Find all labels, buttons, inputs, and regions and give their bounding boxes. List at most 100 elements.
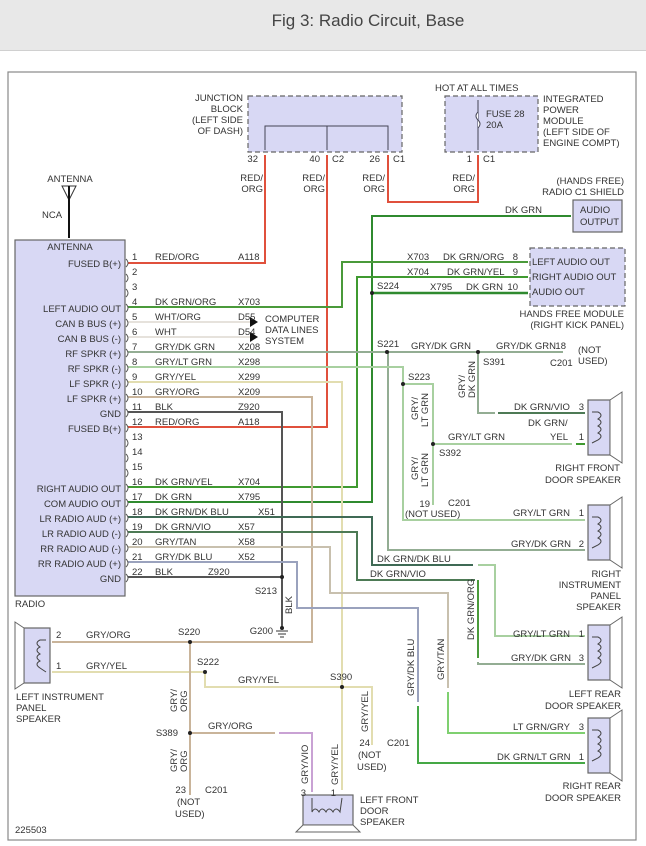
- wire-color-label: DK GRN/YEL: [447, 267, 505, 278]
- wire-color-label: GRY/DK GRN: [496, 341, 556, 352]
- wire-color-label: WHT/ORG: [155, 312, 201, 323]
- speaker-label: LEFT INSTRUMENT: [16, 692, 104, 703]
- wire-color-label: GRY/YEL: [86, 661, 127, 672]
- circuit-label: X795: [430, 282, 452, 293]
- circuit-label: X298: [238, 357, 260, 368]
- pin-number: 3: [132, 282, 137, 293]
- wire-color-label: ORG: [453, 184, 475, 195]
- pin-number: 1: [132, 252, 137, 263]
- pin-function: CAN B BUS (+): [55, 319, 121, 330]
- connector-label: C201: [448, 498, 471, 509]
- pin-number: 12: [132, 417, 143, 428]
- wire-gry-dk-grn-lr: [477, 662, 585, 665]
- speaker-label: DOOR SPEAKER: [545, 793, 621, 804]
- components: [14, 95, 626, 833]
- speaker-label: SPEAKER: [576, 602, 621, 613]
- wire-color-label: DK GRN: [155, 492, 192, 503]
- connector-icon: [125, 393, 129, 403]
- ipm-label: ENGINE COMPT): [543, 138, 620, 149]
- connector-label: C2: [332, 154, 344, 165]
- wire-color-label: DK GRN: [467, 361, 478, 398]
- connector-icon: [125, 438, 129, 448]
- wire-color-label: RED/ORG: [155, 417, 199, 428]
- not-used-label: (NOT: [578, 345, 601, 356]
- ipm-label: POWER: [543, 105, 579, 116]
- splice-dot: [203, 670, 207, 674]
- wire-color-label: BLK: [155, 402, 174, 413]
- pin-number: 1: [579, 629, 584, 640]
- pin-number: 18: [555, 341, 566, 352]
- circuit-label: X208: [238, 342, 260, 353]
- arrow-icon: [250, 317, 258, 327]
- ipm-label: MODULE: [543, 116, 584, 127]
- fuse-label: FUSE 28: [486, 109, 525, 120]
- not-used-label: USED): [175, 809, 205, 820]
- pin-number: 17: [132, 492, 143, 503]
- wire-color-label: GRY/: [457, 375, 468, 398]
- wire-color-label: GRY/TAN: [155, 537, 196, 548]
- pin-function: ANTENNA: [47, 242, 93, 253]
- pin-number: 9: [513, 267, 518, 278]
- pin-number: 1: [467, 154, 472, 165]
- wire-color-label: ORG: [179, 750, 190, 772]
- circuit-label: A118: [238, 417, 259, 428]
- speaker-cone-icon: [609, 616, 623, 689]
- junction-block-label: OF DASH): [198, 126, 243, 137]
- wire-color-label: DK GRN/DK BLU: [377, 554, 451, 565]
- wire-color-label: DK GRN/ORG: [155, 297, 216, 308]
- connector-icon: [125, 333, 129, 343]
- wire-color-label: RED/: [452, 173, 475, 184]
- wire-gry-lt-grn-lr: [478, 564, 585, 637]
- wire-color-label: GRY/ORG: [208, 721, 253, 732]
- connector-icon: [125, 453, 129, 463]
- pin-number: 26: [369, 154, 380, 165]
- radio-module: [14, 239, 126, 597]
- speaker-cone-icon: [294, 824, 362, 833]
- pin-number: 3: [579, 722, 584, 733]
- ipm-label: (LEFT SIDE OF: [543, 127, 610, 138]
- pin-function: RF SPKR (+): [65, 349, 121, 360]
- pin-number: 2: [132, 267, 137, 278]
- pin-function: RF SPKR (-): [68, 364, 121, 375]
- speaker-cone-icon: [609, 496, 623, 569]
- wire-color-label: RED/: [240, 173, 263, 184]
- radio-label: RADIO: [15, 599, 45, 610]
- pin-number: 40: [309, 154, 320, 165]
- speaker-label: LEFT FRONT: [360, 795, 419, 806]
- pin-number: 13: [132, 432, 143, 443]
- splice-dot: [340, 685, 344, 689]
- pin-number: 9: [132, 372, 137, 383]
- wire-x209: [52, 396, 313, 643]
- pin-number: 1: [331, 788, 336, 799]
- wire-color-label: ORG: [363, 184, 385, 195]
- splice-label: S390: [330, 672, 352, 683]
- connector-icon: [125, 318, 129, 328]
- pin-number: 2: [56, 630, 61, 641]
- wire-dk-grn-shield: [128, 215, 571, 503]
- connector-icon: [125, 528, 129, 538]
- pin-number: 1: [579, 432, 584, 443]
- wire-color-label: GRY/: [169, 749, 180, 772]
- circuit-label: X51: [258, 507, 275, 518]
- wire-color-label: DK GRN/LT GRN: [497, 752, 571, 763]
- circuit-label: D54: [238, 327, 255, 338]
- wire-x298: [128, 366, 585, 521]
- connector-icon: [125, 423, 129, 433]
- connector-icon: [125, 483, 129, 493]
- wire-gry-vio-lf: [279, 732, 313, 792]
- shield-label: (HANDS FREE): [556, 176, 624, 187]
- speaker-label: RIGHT: [591, 569, 621, 580]
- right-rear-door-speaker: [587, 717, 611, 774]
- pin-function: RR RADIO AUD (-): [40, 544, 121, 555]
- splice-dot: [370, 291, 374, 295]
- pin-number: 23: [175, 785, 186, 796]
- pin-function: GND: [100, 574, 121, 585]
- wire-color-label: DK GRN/VIO: [370, 569, 426, 580]
- pin-number: 1: [579, 752, 584, 763]
- speaker-label: SPEAKER: [360, 817, 405, 828]
- wire-color-label: RED/: [302, 173, 325, 184]
- pin-function: LEFT AUDIO OUT: [43, 304, 121, 315]
- splice-label: S391: [483, 357, 505, 368]
- right-instrument-panel-speaker: [587, 504, 611, 561]
